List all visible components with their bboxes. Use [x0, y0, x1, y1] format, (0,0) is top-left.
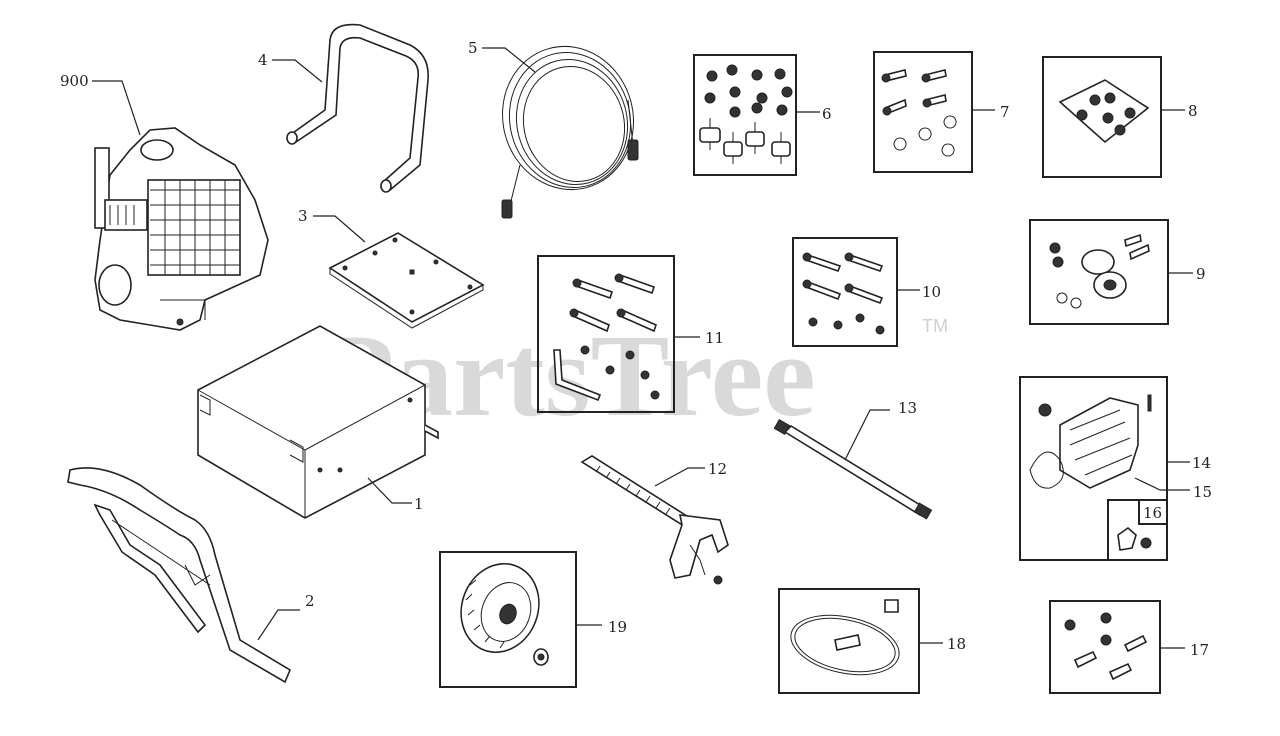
bolt-kit-7-part[interactable]	[873, 51, 973, 173]
label-900: 900	[60, 72, 89, 90]
label-19: 19	[608, 618, 627, 636]
hose-part[interactable]	[487, 32, 650, 219]
label-9: 9	[1196, 265, 1206, 283]
spray-gun-part[interactable]	[580, 455, 729, 585]
hardware-bag-part[interactable]	[1042, 56, 1162, 178]
label-17: 17	[1190, 641, 1209, 659]
engine-part[interactable]	[94, 127, 269, 331]
bearing-kit-part[interactable]	[1029, 219, 1169, 325]
lower-frame-part[interactable]	[67, 467, 292, 684]
oring-kit-part[interactable]	[778, 588, 920, 694]
bolt-kit-11-part[interactable]	[537, 255, 675, 413]
bolt-kit-10-part[interactable]	[792, 237, 898, 347]
label-10: 10	[922, 283, 941, 301]
label-7: 7	[1000, 103, 1010, 121]
wheel-kit-part[interactable]	[439, 551, 577, 688]
handle-part[interactable]	[286, 23, 429, 193]
mount-kit-part[interactable]	[693, 54, 797, 176]
label-1: 1	[414, 495, 424, 513]
label-4: 4	[258, 51, 268, 69]
watermark-trademark: TM	[922, 316, 948, 336]
label-2: 2	[305, 592, 315, 610]
label-6: 6	[822, 105, 832, 123]
spray-wand-part[interactable]	[773, 418, 933, 520]
label-13: 13	[898, 399, 917, 417]
label-12: 12	[708, 460, 727, 478]
label-5: 5	[468, 39, 478, 57]
label-14: 14	[1192, 454, 1211, 472]
label-16: 16	[1143, 504, 1162, 522]
label-11: 11	[705, 329, 724, 347]
label-15: 15	[1193, 483, 1212, 501]
frame-box-part[interactable]	[197, 325, 439, 519]
nut-kit-17-part[interactable]	[1049, 600, 1161, 694]
label-3: 3	[298, 207, 308, 225]
label-18: 18	[947, 635, 966, 653]
pump-kit-part[interactable]	[1019, 376, 1168, 561]
plate-part[interactable]	[328, 232, 485, 329]
label-8: 8	[1188, 102, 1198, 120]
